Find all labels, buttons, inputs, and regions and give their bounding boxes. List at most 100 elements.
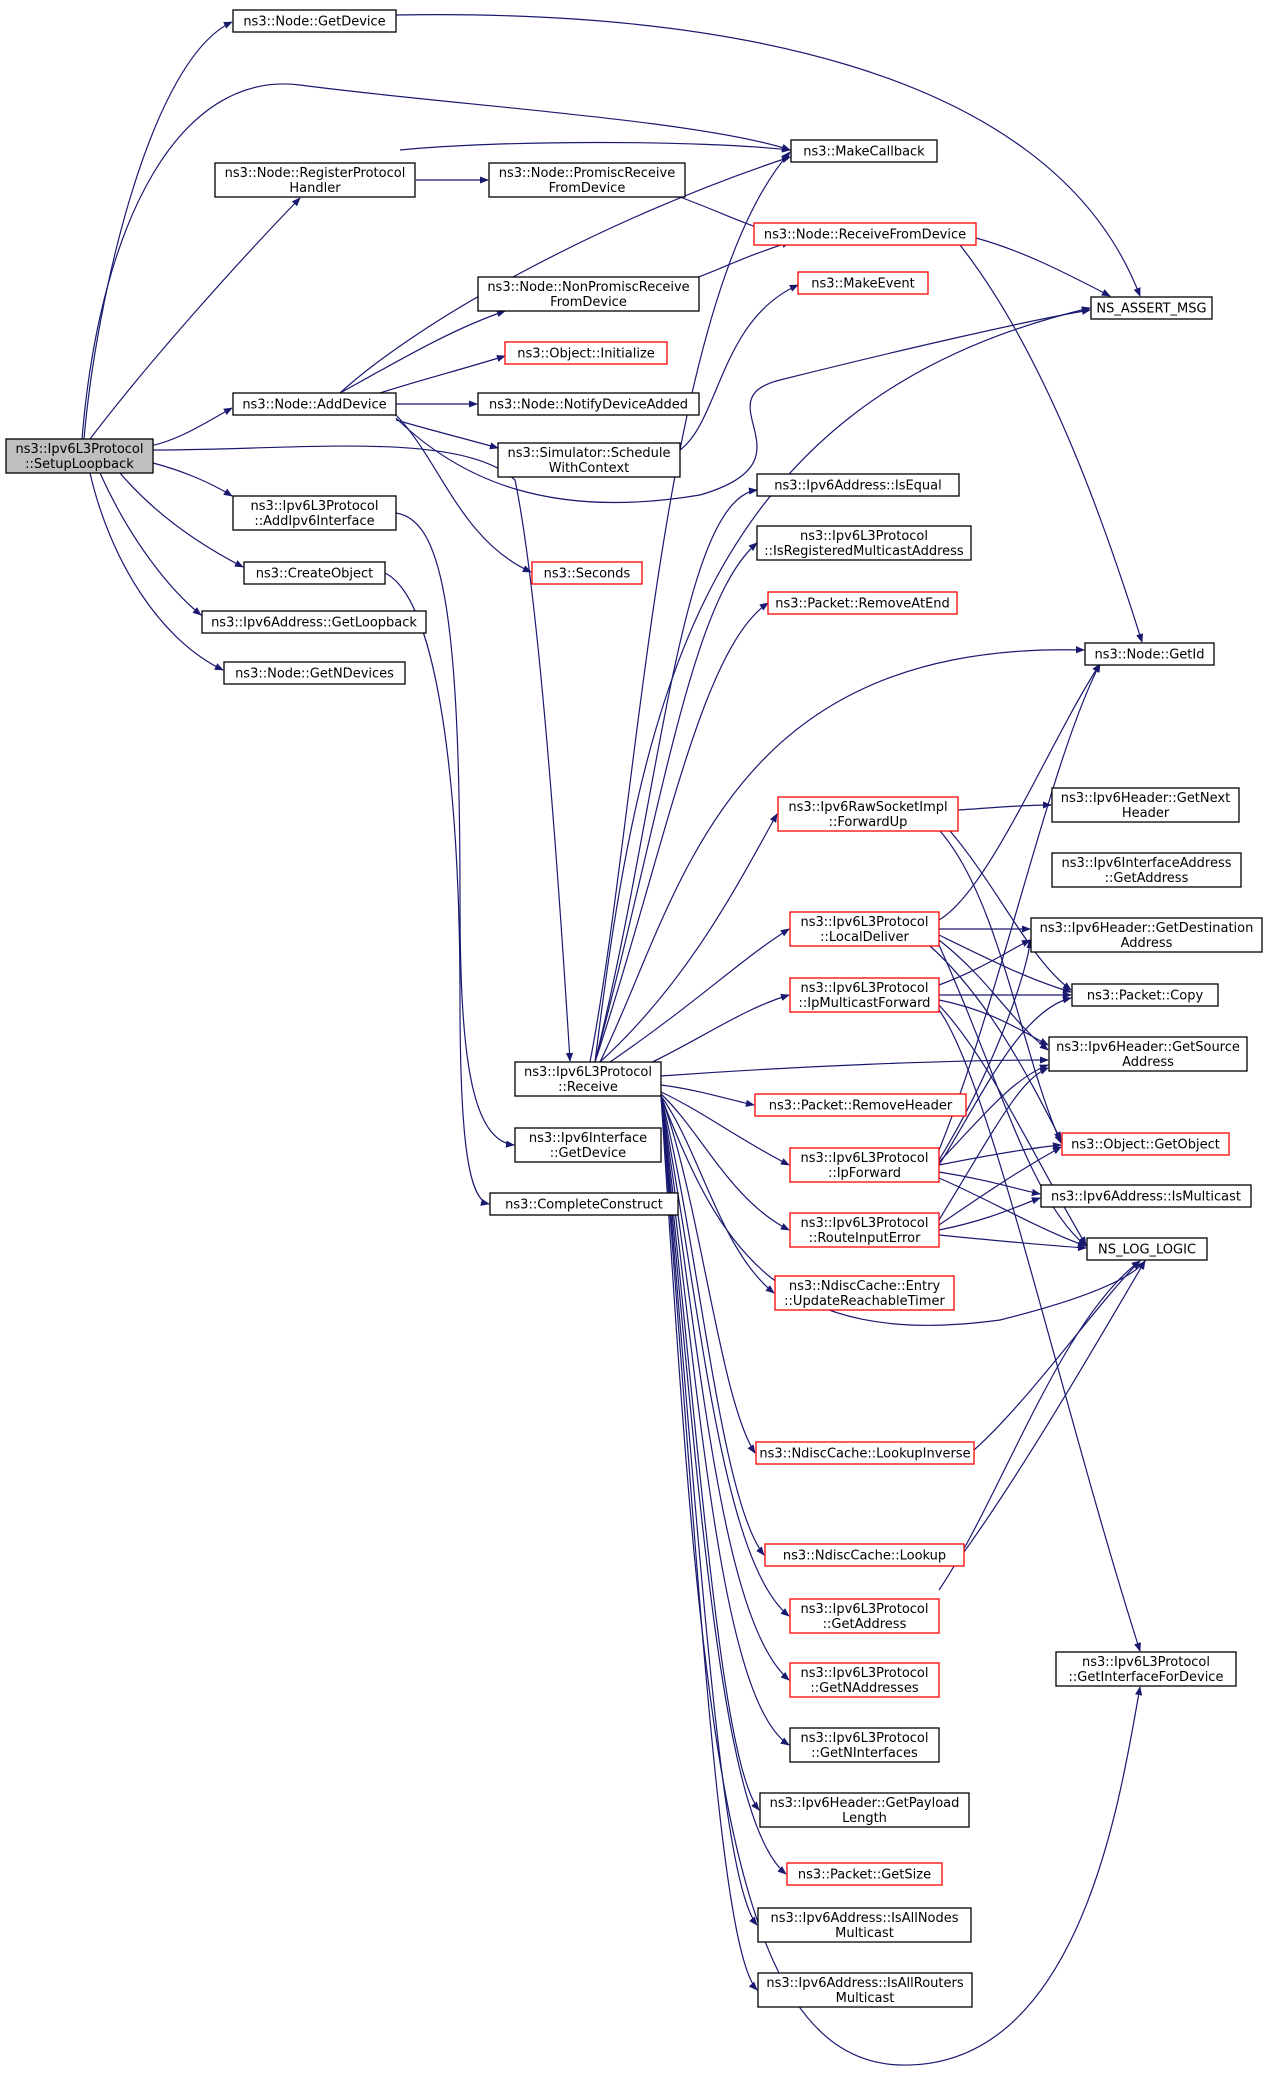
node-box[interactable] [488, 162, 686, 198]
node-getifacefordev[interactable]: ns3::Ipv6L3Protocol::GetInterfaceForDevi… [1055, 1651, 1237, 1687]
node-box[interactable] [1048, 1036, 1248, 1072]
node-loglogic[interactable]: NS_LOG_LOGIC [1086, 1237, 1208, 1261]
node-isequal[interactable]: ns3::Ipv6Address::IsEqual [756, 473, 960, 497]
node-getdevice[interactable]: ns3::Node::GetDevice [232, 9, 397, 33]
node-box[interactable] [756, 525, 972, 561]
node-recvfromdev[interactable]: ns3::Node::ReceiveFromDevice [753, 222, 977, 246]
node-box[interactable] [1071, 983, 1219, 1007]
node-box[interactable] [1090, 296, 1213, 320]
node-box[interactable] [786, 1862, 943, 1886]
node-createobj[interactable]: ns3::CreateObject [243, 561, 386, 585]
node-getnifaces[interactable]: ns3::Ipv6L3Protocol::GetNInterfaces [789, 1727, 940, 1763]
node-box[interactable] [531, 561, 643, 585]
node-getaddress[interactable]: ns3::Ipv6L3Protocol::GetAddress [789, 1598, 940, 1634]
node-box[interactable] [477, 276, 700, 312]
node-ipforward[interactable]: ns3::Ipv6L3Protocol::IpForward [789, 1147, 940, 1183]
node-makecallback[interactable]: ns3::MakeCallback [790, 139, 938, 163]
node-box[interactable] [477, 392, 700, 416]
node-box[interactable] [757, 1972, 973, 2008]
node-objinit[interactable]: ns3::Object::Initialize [504, 341, 668, 365]
node-box[interactable] [489, 1192, 679, 1216]
node-box[interactable] [497, 442, 681, 478]
node-box[interactable] [756, 473, 960, 497]
node-ismulticast[interactable]: ns3::Ipv6Address::IsMulticast [1040, 1184, 1252, 1208]
node-box[interactable] [232, 9, 397, 33]
node-seconds[interactable]: ns3::Seconds [531, 561, 643, 585]
node-box[interactable] [514, 1127, 662, 1163]
node-adddevice[interactable]: ns3::Node::AddDevice [232, 392, 397, 416]
node-root[interactable]: ns3::Ipv6L3Protocol::SetupLoopback [5, 438, 154, 474]
node-box[interactable] [201, 610, 427, 634]
node-getid[interactable]: ns3::Node::GetId [1084, 642, 1215, 666]
node-ipmcfwd[interactable]: ns3::Ipv6L3Protocol::IpMulticastForward [789, 977, 940, 1013]
node-box[interactable] [767, 591, 958, 615]
node-completeconstruct[interactable]: ns3::CompleteConstruct [489, 1192, 679, 1216]
node-getobject[interactable]: ns3::Object::GetObject [1061, 1132, 1230, 1156]
node-forwardup[interactable]: ns3::Ipv6RawSocketImpl::ForwardUp [777, 796, 959, 832]
node-box[interactable] [789, 977, 940, 1013]
node-box[interactable] [1084, 642, 1215, 666]
node-box[interactable] [789, 911, 940, 947]
node-lookupinv[interactable]: ns3::NdiscCache::LookupInverse [755, 1441, 975, 1465]
node-box[interactable] [789, 1662, 940, 1698]
node-box[interactable] [5, 438, 154, 474]
node-box[interactable] [789, 1727, 940, 1763]
node-box[interactable] [1051, 852, 1242, 888]
node-box[interactable] [232, 392, 397, 416]
node-box[interactable] [223, 661, 406, 685]
node-box[interactable] [759, 1792, 970, 1828]
node-box[interactable] [755, 1441, 975, 1465]
node-ifacegetdev[interactable]: ns3::Ipv6Interface::GetDevice [514, 1127, 662, 1163]
node-pktcopy[interactable]: ns3::Packet::Copy [1071, 983, 1219, 1007]
node-box[interactable] [757, 1907, 972, 1943]
node-notifydev[interactable]: ns3::Node::NotifyDeviceAdded [477, 392, 700, 416]
node-box[interactable] [1030, 917, 1263, 953]
node-box[interactable] [1086, 1237, 1208, 1261]
node-box[interactable] [777, 796, 959, 832]
node-box[interactable] [504, 341, 668, 365]
node-assertmsg[interactable]: NS_ASSERT_MSG [1090, 296, 1213, 320]
node-box[interactable] [790, 139, 938, 163]
node-box[interactable] [764, 1543, 965, 1567]
node-getndevices[interactable]: ns3::Node::GetNDevices [223, 661, 406, 685]
node-getsize[interactable]: ns3::Packet::GetSize [786, 1862, 943, 1886]
node-box[interactable] [232, 495, 397, 531]
node-box[interactable] [1061, 1132, 1230, 1156]
node-lookup[interactable]: ns3::NdiscCache::Lookup [764, 1543, 965, 1567]
node-makeevent[interactable]: ns3::MakeEvent [797, 271, 929, 295]
node-removehdr[interactable]: ns3::Packet::RemoveHeader [754, 1093, 967, 1117]
node-box[interactable] [514, 1061, 662, 1097]
node-box[interactable] [789, 1598, 940, 1634]
node-box[interactable] [1040, 1184, 1252, 1208]
node-box[interactable] [754, 1093, 967, 1117]
node-removeatend[interactable]: ns3::Packet::RemoveAtEnd [767, 591, 958, 615]
node-localdeliver[interactable]: ns3::Ipv6L3Protocol::LocalDeliver [789, 911, 940, 947]
node-ifaddrget[interactable]: ns3::Ipv6InterfaceAddress::GetAddress [1051, 852, 1242, 888]
node-receive[interactable]: ns3::Ipv6L3Protocol::Receive [514, 1061, 662, 1097]
node-box[interactable] [797, 271, 929, 295]
node-getloopback[interactable]: ns3::Ipv6Address::GetLoopback [201, 610, 427, 634]
node-box[interactable] [753, 222, 977, 246]
node-updreach[interactable]: ns3::NdiscCache::Entry::UpdateReachableT… [774, 1275, 955, 1311]
node-box[interactable] [1055, 1651, 1237, 1687]
node-box[interactable] [243, 561, 386, 585]
node-box[interactable] [214, 162, 416, 198]
node-box[interactable] [789, 1147, 940, 1183]
node-box[interactable] [1051, 787, 1240, 823]
node-box[interactable] [789, 1212, 940, 1248]
node-box[interactable] [774, 1275, 955, 1311]
node-isregmc[interactable]: ns3::Ipv6L3Protocol::IsRegisteredMultica… [756, 525, 972, 561]
node-addiface[interactable]: ns3::Ipv6L3Protocol::AddIpv6Interface [232, 495, 397, 531]
node-getnaddr[interactable]: ns3::Ipv6L3Protocol::GetNAddresses [789, 1662, 940, 1698]
node-routeinerr[interactable]: ns3::Ipv6L3Protocol::RouteInputError [789, 1212, 940, 1248]
